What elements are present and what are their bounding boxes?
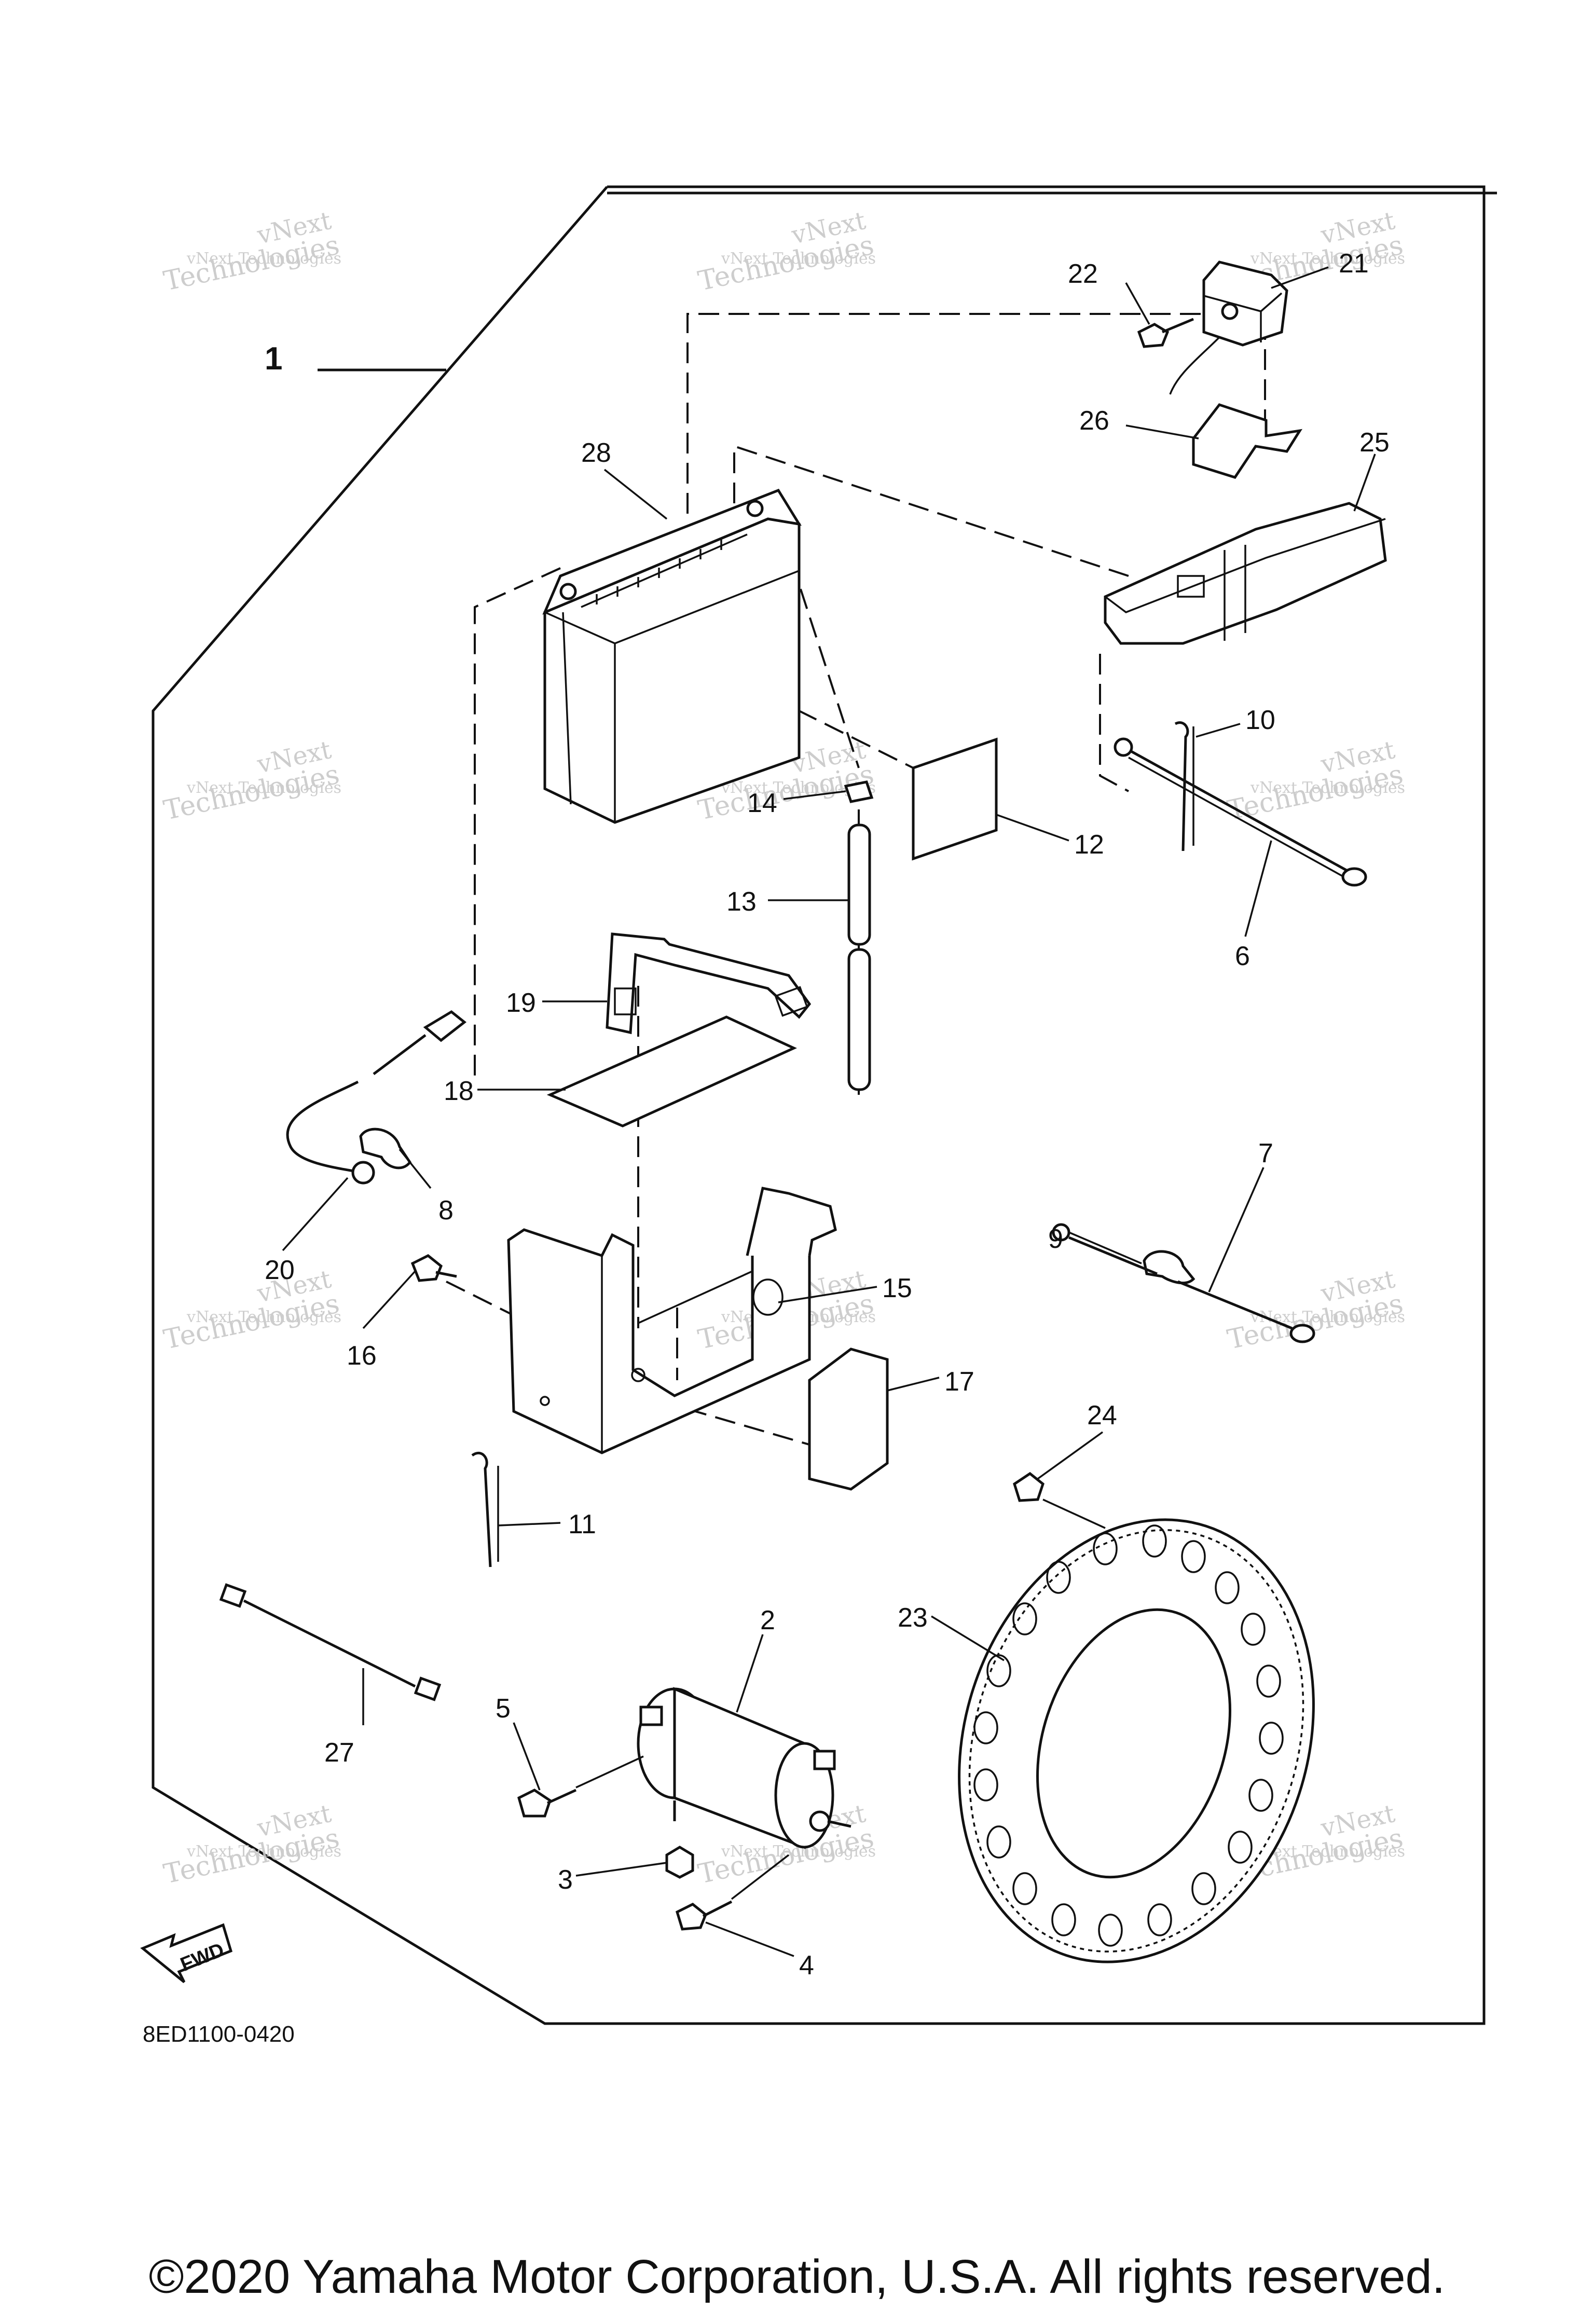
bolt-part[interactable]	[517, 1755, 644, 1818]
watermark: vNext Technologies vNext Technologies	[1225, 1264, 1406, 1356]
callout-21: 21	[1339, 249, 1369, 279]
svg-text:vNext Technologies: vNext Technologies	[186, 250, 341, 268]
svg-text:vNext Technologies: vNext Technologies	[186, 779, 341, 797]
plate-part[interactable]	[546, 1015, 798, 1127]
callout-labels: 28 22 21 26 25 10 6 12 14 13 19 18 8 20 …	[265, 249, 1390, 1981]
breather-hose-part[interactable]	[847, 823, 871, 1091]
fwd-arrow-icon: FWD	[140, 1923, 233, 1983]
cable-tie-part[interactable]	[471, 1451, 499, 1567]
battery-band-part[interactable]	[606, 932, 812, 1035]
starter-relay-part[interactable]	[1169, 260, 1288, 395]
drawing-code: 8ED1100-0420	[143, 2022, 295, 2047]
battery-cover-part[interactable]	[1104, 502, 1387, 645]
gear-holes	[973, 1524, 1284, 1947]
svg-text:vNext Technologies: vNext Technologies	[1250, 250, 1405, 268]
callout-8: 8	[438, 1195, 454, 1226]
copyright-footer: ©2020 Yamaha Motor Corporation, U.S.A. A…	[148, 2250, 1446, 2303]
callout-2: 2	[760, 1605, 775, 1635]
wire-lead-part[interactable]	[219, 1583, 442, 1701]
callout-17: 17	[944, 1367, 974, 1397]
callout-26: 26	[1079, 406, 1109, 436]
watermark: vNext Technologies vNext Technologies	[161, 206, 342, 297]
bolt-part[interactable]	[1013, 1472, 1106, 1529]
callout-5: 5	[496, 1694, 511, 1724]
watermark: vNext Technologies vNext Technologies	[161, 1264, 342, 1356]
clip-part[interactable]	[844, 780, 874, 803]
callout-14: 14	[747, 788, 777, 818]
svg-text:vNext Technologies: vNext Technologies	[1250, 1308, 1405, 1326]
leader-lines	[282, 266, 1376, 1957]
pad-part[interactable]	[808, 1347, 889, 1491]
svg-text:Technologies: Technologies	[161, 1288, 342, 1355]
lead-wire-part[interactable]	[286, 1010, 467, 1185]
starter-gear-part[interactable]	[904, 1473, 1369, 2008]
svg-text:Technologies: Technologies	[695, 229, 876, 297]
pad-part[interactable]	[912, 737, 998, 861]
watermark: vNext Technologies vNext Technologies	[161, 735, 342, 827]
svg-text:Technologies: Technologies	[1225, 1288, 1406, 1355]
callout-16: 16	[347, 1341, 377, 1371]
callout-12: 12	[1074, 830, 1104, 860]
bolt-part[interactable]	[675, 1854, 790, 1931]
group-label: 1	[265, 341, 446, 377]
bolt-part[interactable]	[1137, 318, 1194, 348]
callout-19: 19	[506, 988, 536, 1018]
watermark: vNext Technologies vNext Technologies	[161, 1799, 342, 1890]
svg-text:Technologies: Technologies	[161, 229, 342, 297]
callout-24: 24	[1087, 1400, 1117, 1431]
callout-3: 3	[558, 1865, 573, 1895]
battery-box-part[interactable]	[507, 1187, 837, 1454]
relay-bracket-part[interactable]	[1192, 403, 1303, 479]
svg-text:vNext Technologies: vNext Technologies	[721, 250, 876, 268]
callout-4: 4	[799, 1950, 814, 1981]
nut-part[interactable]	[665, 1846, 694, 1879]
callout-23: 23	[898, 1603, 928, 1633]
svg-text:vNext Technologies: vNext Technologies	[1250, 779, 1405, 797]
cable-tie-part[interactable]	[1174, 721, 1194, 851]
svg-text:vNext Technologies: vNext Technologies	[186, 1842, 341, 1861]
callout-27: 27	[324, 1738, 354, 1768]
callout-20: 20	[265, 1255, 295, 1285]
clamp-part[interactable]	[1143, 1250, 1196, 1285]
callout-22: 22	[1068, 259, 1098, 289]
diagram-frame	[152, 185, 1497, 2025]
callout-13: 13	[726, 887, 757, 917]
callout-10: 10	[1245, 705, 1275, 735]
group-label-text: 1	[265, 341, 282, 377]
callout-25: 25	[1359, 428, 1390, 458]
callout-28: 28	[581, 438, 611, 468]
svg-text:Technologies: Technologies	[161, 759, 342, 826]
callout-6: 6	[1235, 941, 1250, 971]
callout-7: 7	[1258, 1138, 1273, 1168]
bolt-part[interactable]	[410, 1254, 457, 1282]
callout-15: 15	[882, 1273, 912, 1303]
svg-text:Technologies: Technologies	[161, 1822, 342, 1890]
svg-text:vNext Technologies: vNext Technologies	[186, 1308, 341, 1326]
callout-18: 18	[444, 1076, 474, 1106]
starter-motor-part[interactable]	[637, 1687, 851, 1849]
watermark: vNext Technologies vNext Technologies	[1225, 735, 1406, 827]
battery-part[interactable]	[542, 488, 802, 824]
svg-text:Technologies: Technologies	[1225, 759, 1406, 826]
watermark: vNext Technologies vNext Technologies	[695, 206, 876, 297]
callout-11: 11	[568, 1509, 596, 1539]
callout-9: 9	[1048, 1224, 1063, 1254]
lead-wire-part[interactable]	[1114, 737, 1367, 887]
